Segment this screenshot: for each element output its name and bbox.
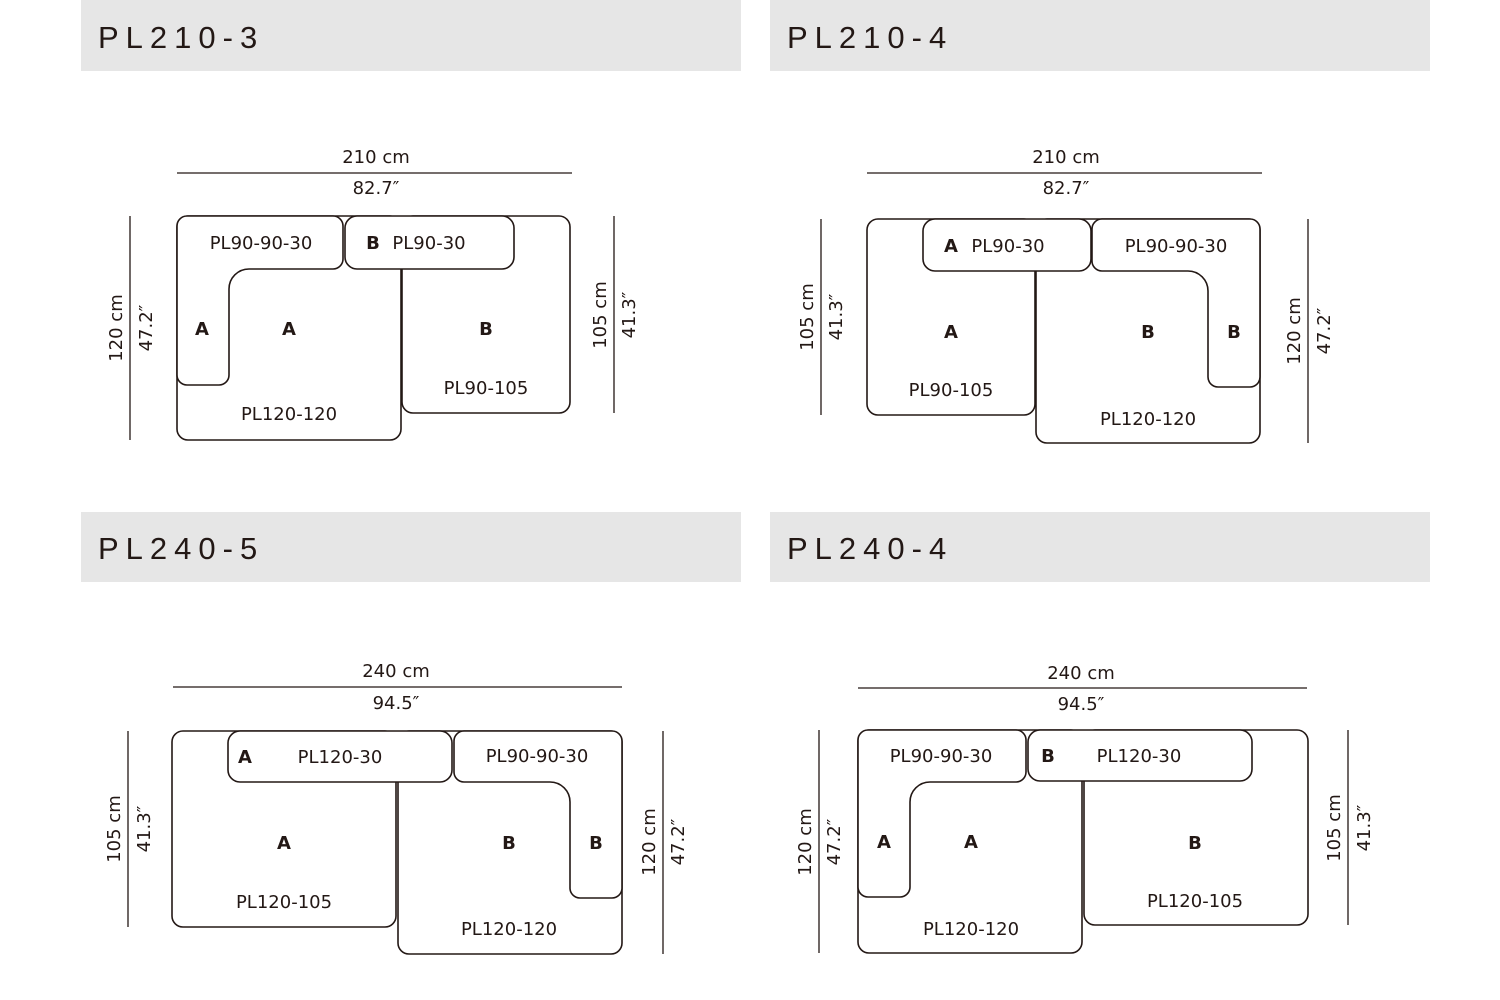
left-in: 41.3″ (134, 805, 155, 852)
backrest-pl90-30 (922, 218, 1092, 272)
left-in: 47.2″ (136, 304, 157, 351)
module-letter: A (238, 747, 252, 768)
backrest-pl90-90-30 (176, 215, 344, 386)
backrest-pl90-90-30 (1091, 218, 1261, 388)
width-in: 82.7″ (1043, 178, 1090, 199)
diagram-pl240-4: 240 cm 94.5″ 120 cm 47.2″ 105 cm 41.3″ P… (795, 663, 1375, 954)
left-in: 47.2″ (824, 818, 845, 865)
panel-title: PL240-5 (98, 531, 264, 566)
header-pl240-4: PL240-4 (770, 512, 1430, 582)
header-pl240-5: PL240-5 (81, 512, 741, 582)
module-label: PL120-120 (1100, 409, 1196, 430)
module-label: PL120-105 (1147, 891, 1243, 912)
width-cm: 210 cm (342, 147, 410, 168)
width-cm: 240 cm (362, 661, 430, 682)
width-cm: 240 cm (1047, 663, 1115, 684)
backrest-pl90-30 (344, 215, 515, 270)
backrest-pl120-30 (227, 730, 453, 783)
module-label: PL90-90-30 (210, 233, 313, 254)
module-letter: B (589, 833, 603, 854)
module-label: PL120-120 (241, 404, 337, 425)
module-letter: B (479, 319, 493, 340)
left-cm: 105 cm (797, 283, 818, 351)
module-label: PL90-30 (971, 236, 1044, 257)
panel-title: PL210-3 (98, 20, 264, 55)
width-in: 94.5″ (373, 693, 420, 714)
module-letter: A (277, 833, 291, 854)
module-letter: A (944, 236, 958, 257)
module-letter: B (1188, 833, 1202, 854)
panel-title: PL210-4 (787, 20, 953, 55)
backrest-pl90-90-30 (857, 729, 1027, 898)
module-label: PL120-30 (1097, 746, 1182, 767)
header-pl210-4: PL210-4 (770, 0, 1430, 71)
width-in: 94.5″ (1058, 694, 1105, 715)
header-pl210-3: PL210-3 (81, 0, 741, 71)
left-in: 41.3″ (826, 293, 847, 340)
module-letter: A (877, 832, 891, 853)
width-in: 82.7″ (353, 178, 400, 199)
panel-title: PL240-4 (787, 531, 953, 566)
module-label: PL120-120 (923, 919, 1019, 940)
left-cm: 120 cm (795, 808, 816, 876)
right-in: 41.3″ (1354, 804, 1375, 851)
module-label: PL120-105 (236, 892, 332, 913)
backrest-pl120-30 (1027, 729, 1253, 782)
right-cm: 120 cm (639, 808, 660, 876)
module-label: PL120-120 (461, 919, 557, 940)
module-letter: B (1141, 322, 1155, 343)
right-in: 41.3″ (619, 291, 640, 338)
module-letter: B (502, 833, 516, 854)
module-letter: B (1227, 322, 1241, 343)
module-label: PL90-105 (909, 380, 994, 401)
right-in: 47.2″ (668, 818, 689, 865)
module-label: PL120-30 (298, 747, 383, 768)
module-letter: A (282, 319, 296, 340)
module-letter: A (944, 322, 958, 343)
right-cm: 105 cm (590, 281, 611, 349)
width-cm: 210 cm (1032, 147, 1100, 168)
module-letter: A (964, 832, 978, 853)
diagram-pl210-4: 210 cm 82.7″ 105 cm 41.3″ 120 cm 47.2″ A… (797, 147, 1335, 444)
diagram-pl240-5: 240 cm 94.5″ 105 cm 41.3″ 120 cm 47.2″ A… (104, 661, 689, 955)
module-letter: B (366, 233, 380, 254)
module-label: PL90-30 (392, 233, 465, 254)
right-cm: 120 cm (1284, 297, 1305, 365)
left-cm: 105 cm (104, 795, 125, 863)
module-letter: B (1041, 746, 1055, 767)
backrest-pl90-90-30 (453, 730, 623, 899)
right-cm: 105 cm (1324, 794, 1345, 862)
module-label: PL90-90-30 (486, 746, 589, 767)
diagram-pl210-3: 210 cm 82.7″ 120 cm 47.2″ 105 cm 41.3″ P… (106, 147, 640, 441)
module-label: PL90-105 (444, 378, 529, 399)
right-in: 47.2″ (1314, 307, 1335, 354)
module-label: PL90-90-30 (1125, 236, 1228, 257)
left-cm: 120 cm (106, 294, 127, 362)
module-label: PL90-90-30 (890, 746, 993, 767)
module-letter: A (195, 319, 209, 340)
